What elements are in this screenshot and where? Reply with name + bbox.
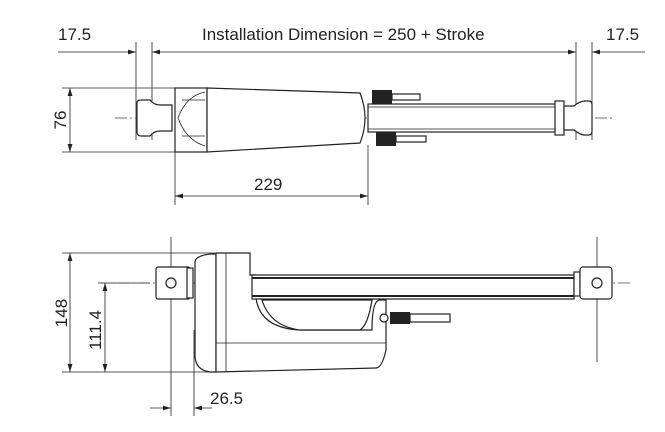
installation-dimension-label: Installation Dimension = 250 + Stroke xyxy=(202,25,485,44)
height-dimension: 76 xyxy=(51,111,70,130)
motor-length-dimension: 229 xyxy=(254,175,282,194)
total-height-dimension: 148 xyxy=(52,299,71,327)
top-view: 17.5 Installation Dimension = 250 + Stro… xyxy=(51,25,645,205)
axis-height-dimension: 111.4 xyxy=(86,310,105,350)
side-view: 148 111.4 26.5 xyxy=(52,237,630,416)
actuator-tube xyxy=(367,103,557,133)
motor-housing xyxy=(206,87,366,153)
motor-end-cap xyxy=(194,253,217,373)
left-end-dimension: 17.5 xyxy=(58,25,91,44)
motor-cap xyxy=(174,87,208,153)
offset-dimension: 26.5 xyxy=(210,389,243,408)
front-rod-end xyxy=(563,100,593,136)
gearbox-housing xyxy=(215,252,387,373)
rear-rod-end xyxy=(136,99,173,137)
right-end-dimension: 17.5 xyxy=(606,25,639,44)
